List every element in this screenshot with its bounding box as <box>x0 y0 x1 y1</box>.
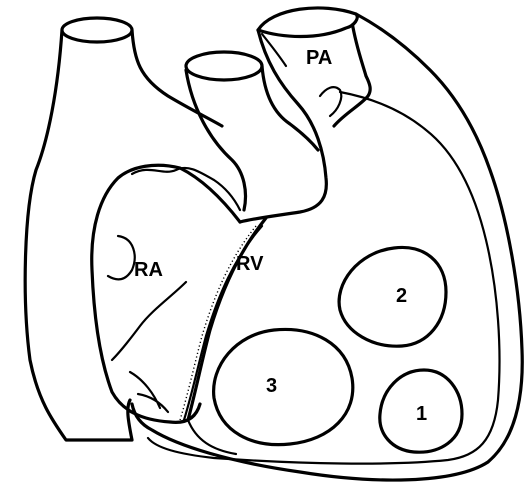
superior-vena-cava-opening <box>62 18 132 42</box>
label-region-1: 1 <box>416 403 427 425</box>
crista-terminalis <box>112 282 186 360</box>
aorta-left-wall <box>186 70 246 210</box>
label-pa: PA <box>306 47 332 69</box>
aorta-right-wall <box>262 66 318 150</box>
septum-line <box>188 218 266 420</box>
pulmonary-artery-right-wall <box>334 22 370 126</box>
pulmonary-artery-opening <box>258 8 357 37</box>
heart-inner-outline <box>148 92 500 464</box>
aorta-opening <box>186 52 262 80</box>
label-rv: RV <box>236 253 264 275</box>
tricuspid-leaflet <box>130 372 168 412</box>
label-region-2: 2 <box>396 285 407 307</box>
right-atrium-outline <box>92 165 240 422</box>
fossa-ovalis <box>108 236 135 279</box>
label-ra: RA <box>134 259 163 281</box>
pulmonary-valve <box>320 87 341 116</box>
superior-vena-cava <box>25 30 132 440</box>
region-3-outline <box>214 329 353 444</box>
region-2-outline <box>339 247 446 346</box>
label-region-3: 3 <box>266 375 277 397</box>
